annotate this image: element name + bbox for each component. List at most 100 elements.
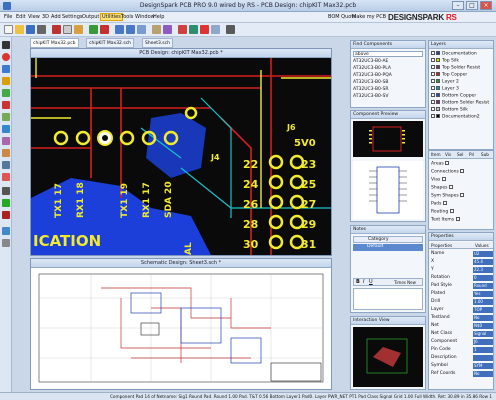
prop-value[interactable]: 1 (473, 347, 493, 353)
drc-icon[interactable] (178, 25, 187, 34)
menu-add[interactable]: Add (51, 14, 61, 20)
layer-3[interactable]: Layer 3 (431, 86, 459, 92)
menu-help[interactable]: Help (153, 14, 165, 20)
setting-vias[interactable]: Vias (431, 177, 447, 183)
menu-view[interactable]: View (28, 14, 40, 20)
menu-utilities[interactable]: Utilities (100, 13, 123, 21)
unroute-icon[interactable] (2, 211, 10, 219)
add-component-icon[interactable] (2, 53, 10, 61)
layer-top-solder-resist[interactable]: Top Solder Resist (431, 65, 480, 71)
setting-text-items[interactable]: Text Items (431, 217, 461, 223)
zoom-out-icon[interactable] (126, 25, 135, 34)
menu-edit[interactable]: Edit (16, 14, 26, 20)
add-shape-icon[interactable] (2, 89, 10, 97)
add-doc-symbol-icon[interactable] (2, 173, 10, 181)
undo-icon[interactable] (89, 25, 98, 34)
select-tool-icon[interactable] (2, 41, 10, 49)
add-copper-pour-icon[interactable] (2, 113, 10, 121)
list-item[interactable]: AT32UC3-B0-PLA (353, 66, 391, 71)
visibility-checkbox[interactable] (431, 107, 435, 111)
menu-output[interactable]: Output (82, 14, 100, 20)
font-select[interactable]: Times New (394, 280, 416, 285)
visibility-checkbox[interactable] (441, 177, 446, 181)
visibility-checkbox[interactable] (449, 209, 454, 213)
prop-value[interactable]: SYM (473, 363, 493, 369)
autoroute-icon[interactable] (2, 199, 10, 207)
prop-value[interactable]: N$0 (473, 323, 493, 329)
visibility-checkbox[interactable] (431, 58, 435, 62)
open-folder-icon[interactable] (15, 25, 24, 34)
tab-sub[interactable]: Sub (481, 152, 489, 157)
zoom-area-icon[interactable] (2, 227, 10, 235)
notes-text-area[interactable] (353, 288, 423, 310)
prop-value[interactable]: 45.4 (473, 259, 493, 265)
prop-value[interactable]: U2 (473, 251, 493, 257)
redo-icon[interactable] (100, 25, 109, 34)
add-text-icon[interactable] (2, 101, 10, 109)
copy-icon[interactable] (63, 25, 72, 34)
visibility-checkbox[interactable] (431, 86, 435, 90)
menu-3d[interactable]: 3D (42, 14, 50, 20)
prop-value[interactable]: TOP (473, 307, 493, 313)
visibility-checkbox[interactable] (448, 185, 453, 189)
schematic-canvas[interactable] (31, 268, 331, 389)
menu-make-my-pcb[interactable]: Make my PCB (352, 14, 387, 20)
list-item[interactable]: AT32UC3-B0-SV (353, 94, 389, 99)
pcb-canvas[interactable]: J6 5V0 J4 23 25 27 29 31 22 24 26 28 30 … (31, 58, 331, 255)
tab-sheet3[interactable]: Sheet3.sch (142, 38, 173, 48)
visibility-checkbox[interactable] (460, 193, 465, 197)
setting-sym-shapes[interactable]: Sym Shapes (431, 193, 465, 199)
zoom-fit-icon[interactable] (137, 25, 146, 34)
properties-icon[interactable] (211, 25, 220, 34)
tab-pri[interactable]: Pri (469, 152, 475, 157)
setting-routing[interactable]: Routing (431, 209, 455, 215)
delete-icon[interactable] (200, 25, 209, 34)
prop-value[interactable]: No (473, 371, 493, 377)
layer-2[interactable]: Layer 2 (431, 79, 459, 85)
visibility-checkbox[interactable] (455, 217, 460, 221)
visibility-checkbox[interactable] (431, 72, 435, 76)
visibility-checkbox[interactable] (431, 100, 435, 104)
tab-pcb[interactable]: chipKIT Max32.pcb (30, 38, 79, 48)
italic-icon[interactable]: I (363, 279, 365, 285)
menu-settings[interactable]: Settings (62, 14, 83, 20)
maximize-button[interactable]: □ (466, 1, 478, 10)
prop-value[interactable]: 22.3 (473, 267, 493, 273)
notes-default-item[interactable]: Default (353, 244, 423, 251)
3d-view-icon[interactable] (226, 25, 235, 34)
cut-icon[interactable] (52, 25, 61, 34)
visibility-checkbox[interactable] (431, 93, 435, 97)
visibility-checkbox[interactable] (442, 201, 447, 205)
layer-top-copper[interactable]: Top Copper (431, 72, 467, 78)
list-item[interactable]: AT32UC3-B0-PQA (353, 73, 392, 78)
prop-value[interactable] (473, 355, 493, 361)
prop-value[interactable]: Signal (473, 331, 493, 337)
prop-value[interactable]: Round (473, 283, 493, 289)
grid-icon[interactable] (152, 25, 161, 34)
visibility-checkbox[interactable] (460, 169, 465, 173)
layer-top-silk[interactable]: Top Silk (431, 58, 459, 64)
zoom-in-icon[interactable] (115, 25, 124, 34)
menu-tools[interactable]: Tools (121, 14, 134, 20)
new-file-icon[interactable] (4, 25, 13, 34)
visibility-checkbox[interactable] (431, 51, 435, 55)
visibility-checkbox[interactable] (445, 161, 450, 165)
menu-bom-quote[interactable]: BOM Quote (328, 14, 357, 20)
setting-pads[interactable]: Pads (431, 201, 448, 207)
tab-sel[interactable]: Sel (457, 152, 464, 157)
prop-value[interactable]: J6 (473, 339, 493, 345)
list-item[interactable]: AT32UC3-B0-SB (353, 80, 389, 85)
add-pad-icon[interactable] (2, 149, 10, 157)
prop-value[interactable]: Yes (473, 291, 493, 297)
visibility-checkbox[interactable] (431, 65, 435, 69)
prop-value[interactable]: No (473, 315, 493, 321)
print-icon[interactable] (37, 25, 46, 34)
bold-icon[interactable]: B (356, 279, 360, 285)
setting-areas[interactable]: Areas (431, 161, 450, 167)
route-icon[interactable] (189, 25, 198, 34)
add-board-icon[interactable] (2, 161, 10, 169)
mini-pcb-view[interactable] (353, 327, 423, 387)
layer-bottom-solder-resist[interactable]: Bottom Solder Resist (431, 100, 489, 106)
layers-icon[interactable] (163, 25, 172, 34)
component-search-input[interactable]: above (353, 51, 423, 57)
